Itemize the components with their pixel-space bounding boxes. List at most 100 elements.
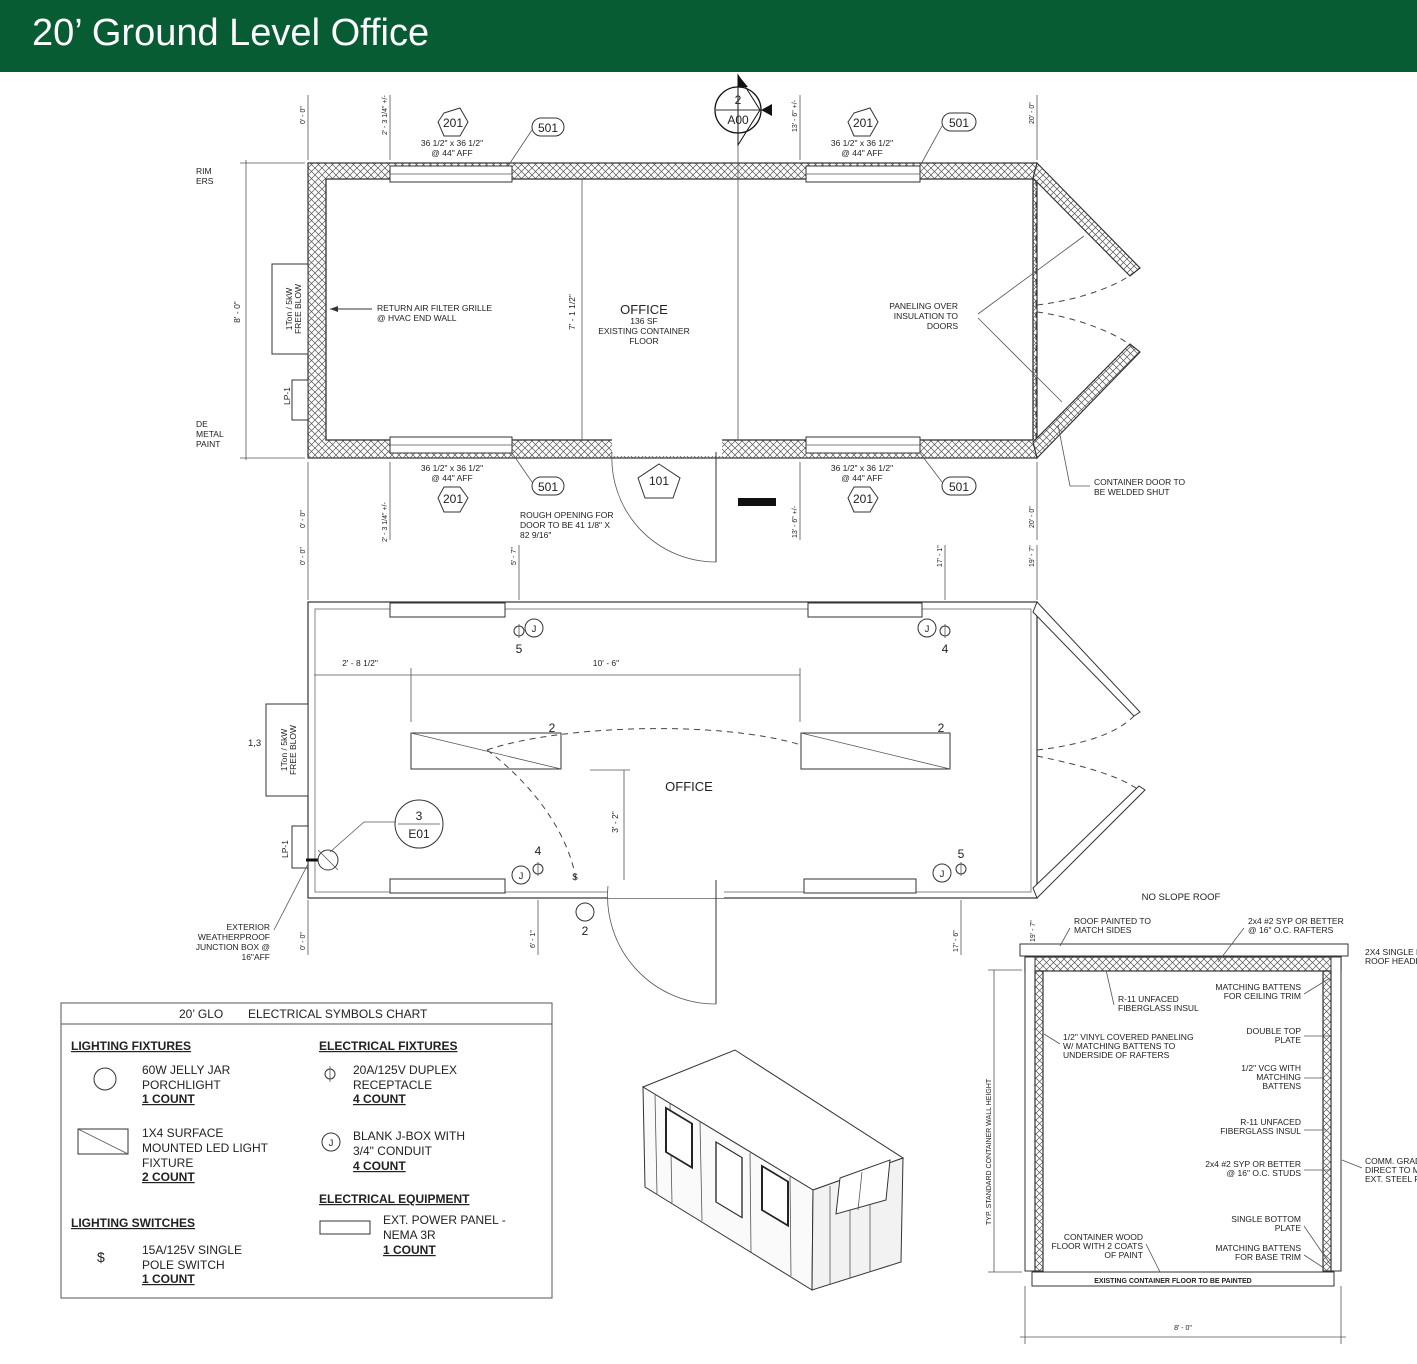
junction-note-2: WEATHERPROOF [198,932,270,942]
section-note: MATCHING [1256,1072,1301,1082]
circuit-label: 2 [582,924,589,938]
hvac-label-2: FREE BLOW [288,725,298,775]
room-name: OFFICE [665,779,713,794]
circuit-label: 4 [535,844,542,858]
rough-opening-note-2: DOOR TO BE 41 1/8" X [520,520,610,530]
svg-text:201: 201 [443,492,463,506]
receptacle [939,624,951,638]
window-tag: 201 [437,486,469,513]
legend-text: POLE SWITCH [142,1258,225,1272]
svg-text:101: 101 [649,474,669,488]
switch-symbol: $ [572,872,578,883]
section-note: OF PAINT [1104,1250,1143,1260]
window-height: @ 44" AFF [841,473,882,483]
legend-count: 2 COUNT [142,1170,195,1184]
section-note: @ 16" O.C. RAFTERS [1248,925,1334,935]
bottom-dimension: 13' - 6" +/- [792,505,799,538]
top-dimension: 17' - 1" [937,545,944,567]
junction-note: EXTERIOR [227,922,270,932]
paneling-note-3: DOORS [927,321,959,331]
wall-section: NO SLOPE ROOF EXISTING CONTAINER FLOOR T… [986,892,1417,1344]
legend-count: 4 COUNT [353,1092,406,1106]
svg-text:201: 201 [853,492,873,506]
section-note: 1/2" VCG WITH [1241,1063,1301,1073]
floor-label: EXISTING CONTAINER FLOOR TO BE PAINTED [1094,1278,1252,1285]
section-heading: LIGHTING SWITCHES [71,1216,195,1230]
legend-count: 1 COUNT [142,1092,195,1106]
legend-text: MOUNTED LED LIGHT [142,1141,269,1155]
clipped-note: METAL [196,429,224,439]
section-note: MATCHING BATTENS [1215,982,1301,992]
svg-text:J: J [532,624,537,635]
top-dimension: 13' - 6" +/- [792,99,799,132]
section-heading: ELECTRICAL EQUIPMENT [319,1192,470,1206]
svg-text:E01: E01 [408,827,430,841]
svg-text:A00: A00 [727,113,749,127]
receptacle-symbol [324,1066,336,1082]
top-dimension: 20' - 0" [1029,102,1036,124]
bottom-dimension: 0' - 0" [300,932,307,950]
circuit-label: 5 [958,847,965,861]
door-tag: 101 [637,463,681,499]
top-dimension: 2' - 3 1/4" +/- [382,95,389,135]
section-note: SINGLE BOTTOM [1231,1214,1301,1224]
svg-text:J: J [519,871,524,882]
top-dimension: 0' - 0" [300,547,307,565]
electrical-dimension-ticks [307,540,1038,955]
hvac-label-2: FREE BLOW [293,284,303,334]
container-door-bottom [1032,343,1141,460]
section-note: COMM. GRADE [1365,1156,1417,1166]
frame-tag: 501 [919,112,977,167]
hvac-label: 1Ton / 5kW [284,288,294,331]
legend-text: PORCHLIGHT [142,1078,221,1092]
svg-text:501: 501 [538,121,558,135]
legend-count: 1 COUNT [383,1243,436,1257]
window-tag: 201 [437,107,469,137]
clipped-note: PAINT [196,439,220,449]
section-note: MATCHING BATTENS [1215,1243,1301,1253]
lp-label: LP-1 [282,387,292,405]
section-note: FOR BASE TRIM [1235,1252,1301,1262]
section-note: EXT. STEEL PA [1365,1174,1417,1184]
svg-text:501: 501 [949,480,969,494]
room-floor: EXISTING CONTAINER [598,326,689,336]
clipped-note: RIM [196,166,212,176]
rough-opening-note-3: 82 9/16" [520,530,551,540]
jbox: J [917,618,937,638]
legend-text: 3/4" CONDUIT [353,1144,433,1158]
clipped-note: DE [196,419,208,429]
section-note: @ 16" O.C. STUDS [1227,1168,1302,1178]
bottom-dimension: 17' - 6" [953,930,960,952]
section-note: DIRECT TO ME [1365,1165,1417,1175]
svg-text:3: 3 [416,809,423,823]
window-height: @ 44" AFF [431,473,472,483]
section-note: ROOF HEADER [1365,956,1417,966]
window-tag: 201 [847,486,879,513]
hvac-label: 1Ton / 5kW [279,729,289,772]
circuit-label: 5 [516,642,523,656]
section-title: NO SLOPE ROOF [1142,892,1221,903]
isometric-container-view [641,1049,905,1291]
paneling-note-2: INSULATION TO [894,311,959,321]
window-tag: 201 [847,107,879,137]
section-note: W/ MATCHING BATTENS TO [1063,1041,1176,1051]
container-door-bottom [1032,785,1146,899]
jbox: J [932,863,952,883]
chart-title-2: ELECTRICAL SYMBOLS CHART [248,1007,428,1021]
container-door-top [1032,161,1141,277]
window-size: 36 1/2" x 36 1/2" [831,138,893,148]
floor-plan: 1Ton / 5kW FREE BLOW LP-1 8' - 0" 7' - 1… [196,73,1186,563]
receptacle [513,624,525,638]
section-width: 8' - 0" [1174,1325,1192,1332]
room-name: OFFICE [620,302,668,317]
detail-callout: 3 E01 [329,799,444,853]
porch-light-symbol [93,1067,117,1091]
bottom-dimension: 0' - 0" [300,510,307,528]
section-note: R-11 UNFACED [1240,1117,1301,1127]
room-area: 136 SF [630,316,657,326]
chart-title: 20’ GLO [179,1007,223,1021]
welded-note: CONTAINER DOOR TO [1094,477,1186,487]
dimension: 3' - 2" [610,811,620,833]
frame-tag: 501 [919,452,977,496]
